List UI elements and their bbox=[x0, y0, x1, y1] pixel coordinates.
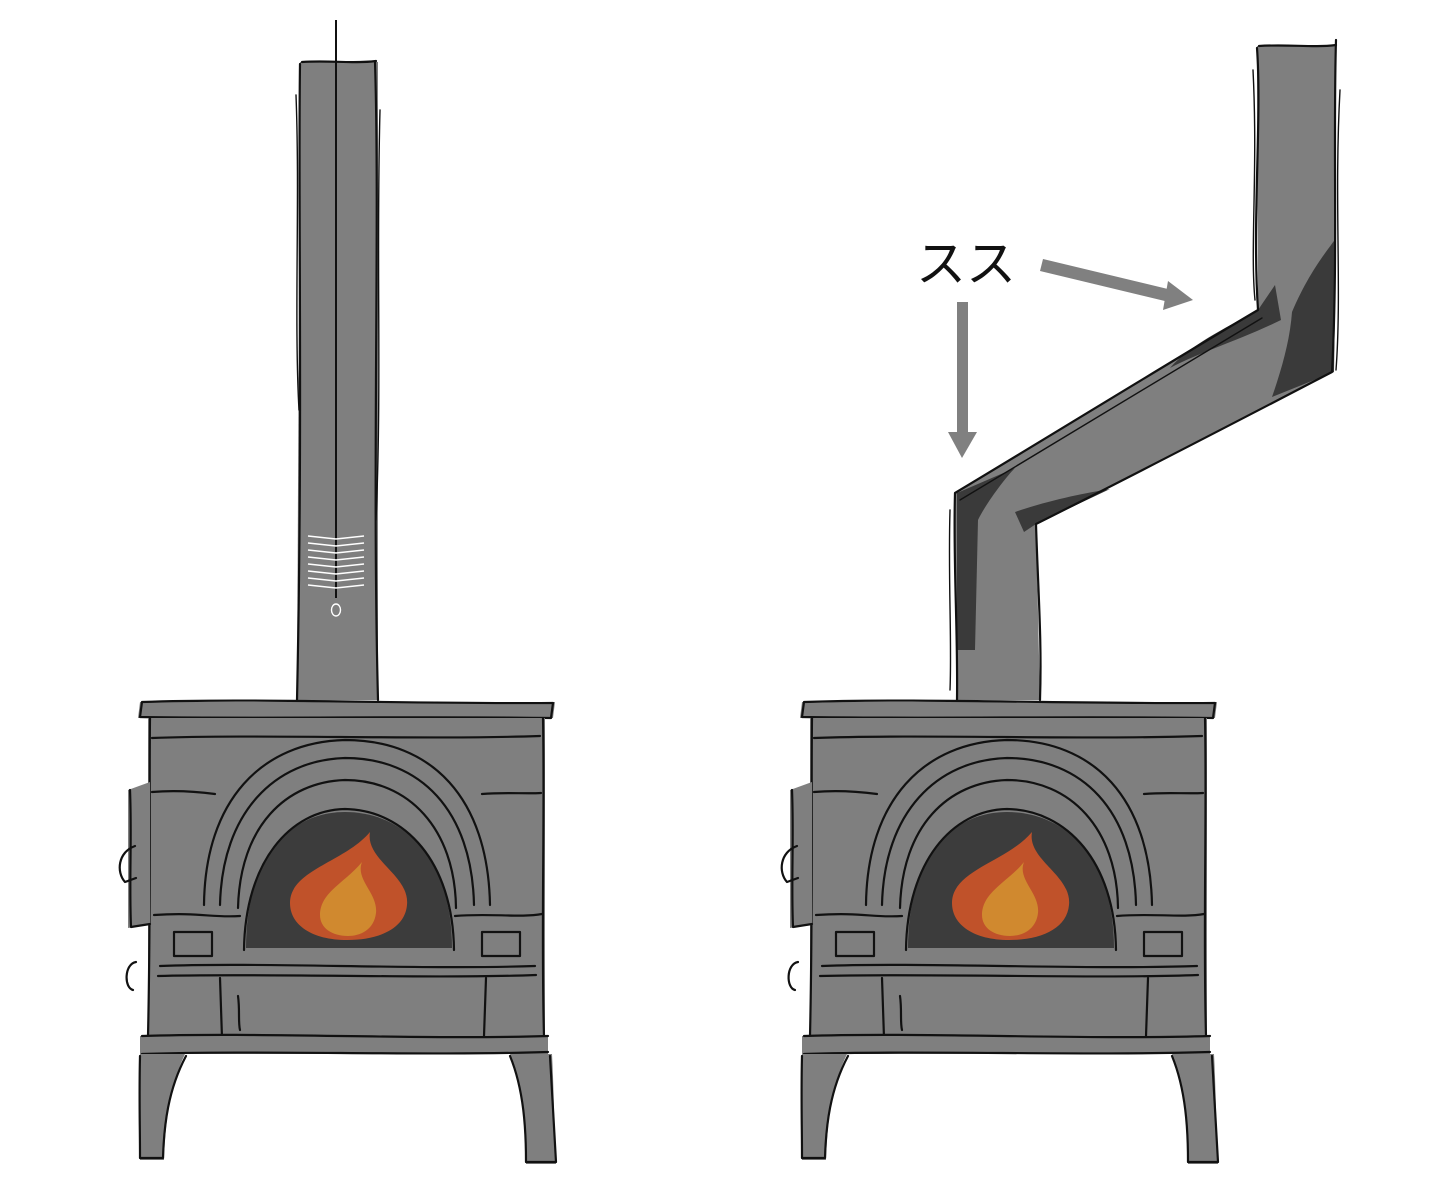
soot-deposit bbox=[1272, 238, 1336, 397]
left-flue-pipe bbox=[295, 59, 381, 702]
arrow-down-icon bbox=[948, 302, 977, 458]
soot-label: スス bbox=[916, 235, 1016, 293]
damper-rod bbox=[307, 20, 365, 617]
damper-knob-icon bbox=[330, 603, 342, 617]
right-flue-pipe bbox=[948, 38, 1341, 702]
right-stove: スス bbox=[780, 38, 1341, 1166]
left-stove bbox=[118, 20, 558, 1166]
soot-annotation: スス bbox=[916, 235, 1193, 458]
soot-deposit bbox=[957, 468, 1015, 650]
arrow-right-icon bbox=[1040, 259, 1193, 310]
